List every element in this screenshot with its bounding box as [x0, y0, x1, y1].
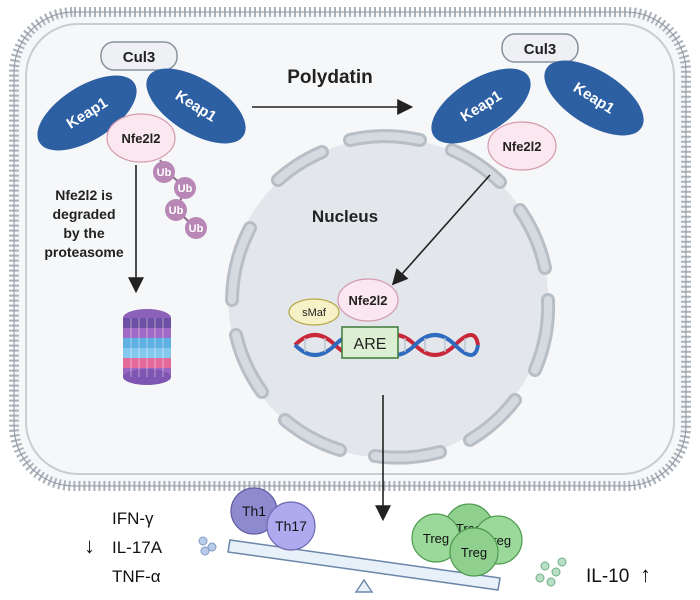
degraded-line-3: by the [63, 225, 104, 241]
degraded-line-4: proteasome [44, 244, 124, 260]
ifn-gamma-label: IFN-γ [112, 509, 154, 528]
il10-cytokine-dots [535, 557, 567, 587]
cul3-right [501, 33, 579, 63]
nfe2l2-left-label: Nfe2l2 [121, 131, 160, 146]
treg-cells: Treg Treg Treg Treg [411, 503, 523, 577]
treg-label-2: Treg [423, 531, 449, 546]
are-label: ARE [354, 336, 387, 353]
ub-4-label: Ub [189, 223, 204, 235]
nucleus-label: Nucleus [312, 207, 378, 226]
left-keap1-complex: Cul3 Keap1 Keap1 Nfe2l2 Ub Ub Ub Ub [37, 41, 246, 239]
th17-cell [266, 501, 316, 551]
smaf-label: sMaf [302, 307, 327, 319]
cul3-right-label: Cul3 [524, 41, 557, 58]
translocation-arrow [391, 174, 491, 286]
th-cells: Th1 Th17 [230, 487, 316, 551]
smaf [288, 298, 340, 326]
seesaw [227, 539, 501, 593]
cul3-left-label: Cul3 [123, 49, 156, 66]
il17a-label: IL-17A [112, 538, 163, 557]
nfe2l2-right-label: Nfe2l2 [502, 139, 541, 154]
ub-2-label: Ub [178, 183, 193, 195]
il10-label: IL-10 [586, 566, 629, 587]
ubiquitin-chain: Ub Ub Ub Ub [153, 159, 207, 239]
down-arrow-icon: ↓ [84, 533, 95, 558]
right-keap1-complex: Cul3 Keap1 Keap1 Nfe2l2 [431, 33, 644, 171]
ub-1-label: Ub [157, 167, 172, 179]
th1-label: Th1 [242, 503, 266, 519]
cul3-left [100, 41, 178, 71]
th17-label: Th17 [275, 518, 307, 534]
proinflammatory-cytokine-dots [198, 536, 217, 556]
proteasome-icon [123, 309, 171, 385]
nfe2l2-nuclear [337, 278, 399, 322]
polydatin-label: Polydatin [287, 67, 373, 88]
nfe2l2-left [106, 113, 176, 163]
nfe2l2-right [487, 121, 557, 171]
degraded-line-1: Nfe2l2 is [55, 187, 113, 203]
keap1-left-a [37, 75, 137, 151]
are-box [341, 326, 399, 359]
treg-label-4: Treg [461, 545, 487, 560]
keap1-right-a [431, 68, 531, 144]
nfe2l2-nuclear-label: Nfe2l2 [348, 293, 387, 308]
up-arrow-icon: ↑ [640, 562, 651, 587]
degradation-text: Nfe2l2 is degraded by the proteasome [44, 187, 124, 260]
degraded-line-2: degraded [52, 206, 115, 222]
keap1-left-b [146, 68, 246, 144]
ub-3-label: Ub [169, 205, 184, 217]
keap1-right-b [544, 60, 644, 136]
tnf-alpha-label: TNF-α [112, 567, 161, 586]
